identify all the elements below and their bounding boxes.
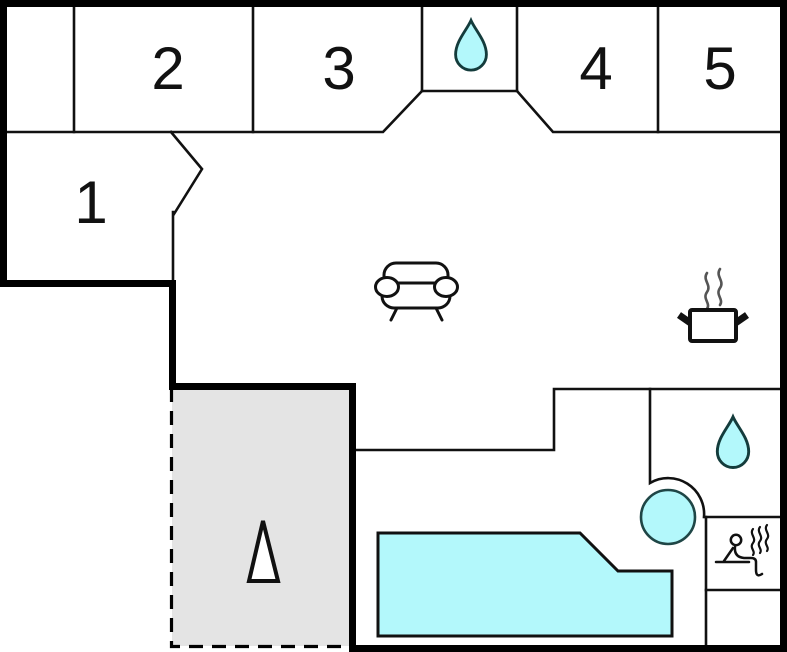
room-label-3: 3 <box>322 35 355 102</box>
room-label-5: 5 <box>703 35 736 102</box>
sauna-icon <box>714 523 770 577</box>
water-drop-icon <box>715 413 751 469</box>
swimming-pool <box>376 531 674 638</box>
room-label-1: 1 <box>74 169 107 236</box>
interior-walls <box>2 3 785 650</box>
cooking-pot-icon <box>677 267 749 343</box>
room-label-2: 2 <box>151 35 184 102</box>
sofa-icon <box>374 261 459 322</box>
steam-icon <box>704 267 723 311</box>
fireplace-icon <box>246 520 281 583</box>
water-drop-icon <box>454 16 488 72</box>
hot-tub <box>639 488 697 546</box>
terrace-dashed-boundary <box>169 388 352 649</box>
room-label-4: 4 <box>579 35 612 102</box>
terrace-area <box>172 387 351 646</box>
